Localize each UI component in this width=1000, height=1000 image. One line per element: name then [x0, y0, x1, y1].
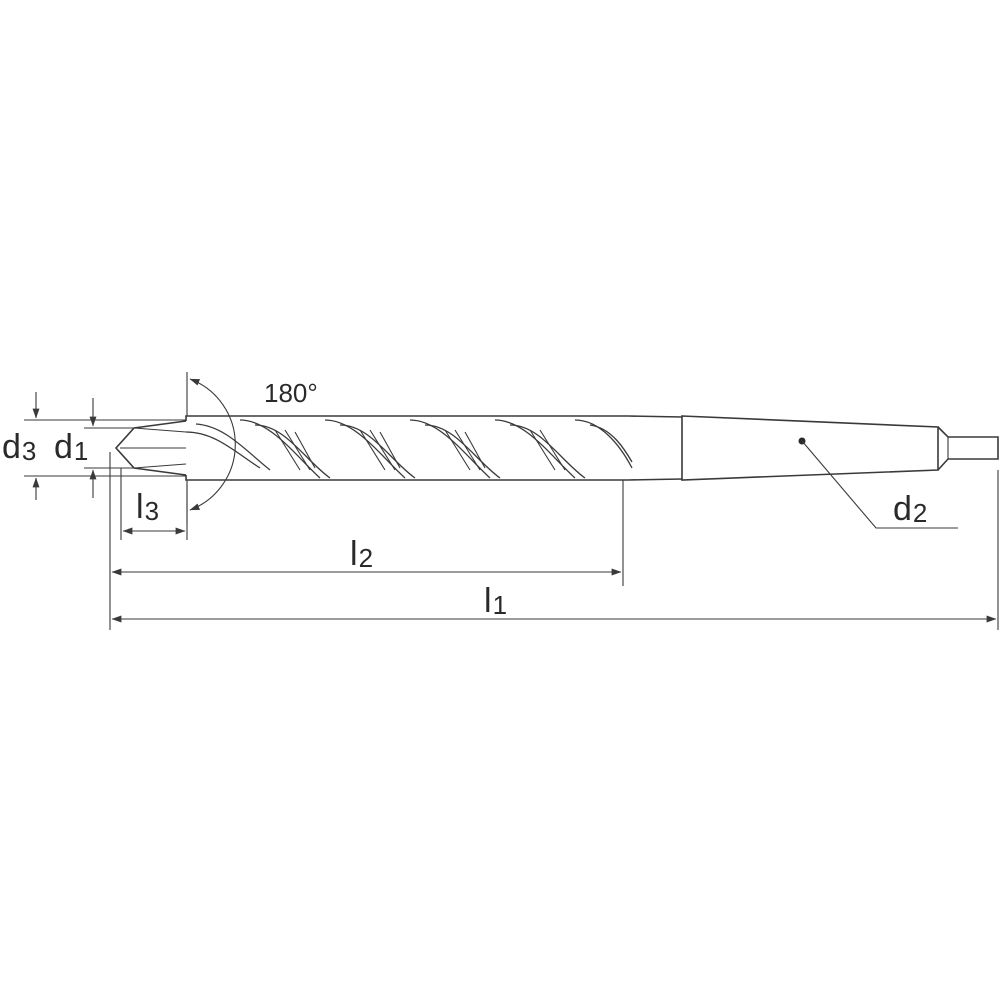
taper-shank: [681, 415, 939, 481]
dim-l1: l1: [109, 452, 999, 630]
dim-l2: l2: [111, 480, 624, 586]
dim-d1: d1: [54, 398, 134, 498]
d1-label: d1: [54, 428, 88, 466]
dim-d2: d2: [798, 437, 958, 529]
l3-label: l3: [136, 488, 159, 526]
step-outline: [185, 415, 683, 481]
d3-label: d3: [2, 428, 36, 466]
drill-tip: [114, 420, 187, 476]
dim-l3: l3: [120, 468, 188, 540]
drill-body: [114, 415, 999, 481]
angle-label: 180°: [264, 378, 318, 408]
l1-label: l1: [484, 582, 507, 620]
l2-label: l2: [350, 535, 373, 573]
flutes: [185, 419, 633, 479]
tang: [937, 426, 999, 471]
dim-d3: d3: [2, 392, 186, 500]
d2-label: d2: [893, 490, 927, 528]
